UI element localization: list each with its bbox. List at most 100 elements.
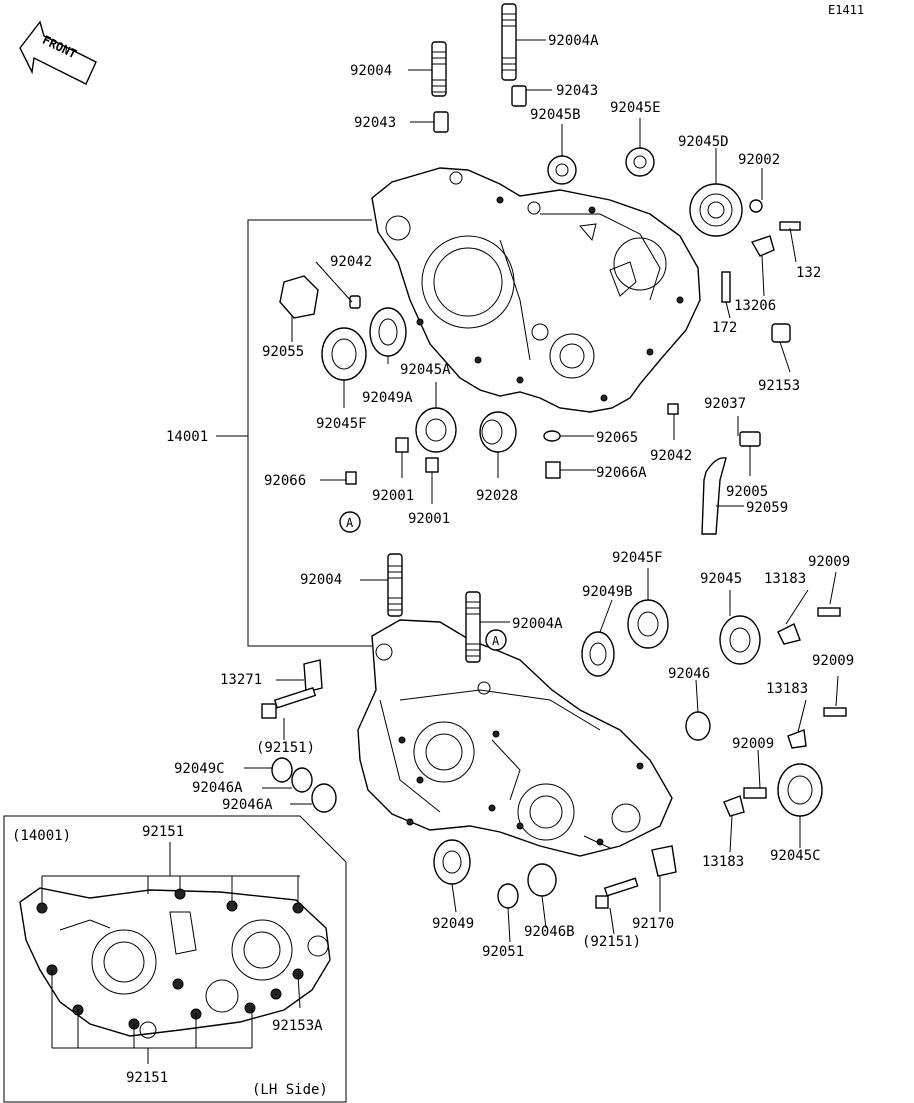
label-92151-paren-b: (92151): [582, 934, 641, 950]
callout-a-mid-label: A: [492, 634, 500, 648]
label-92045A: 92045A: [400, 362, 451, 378]
bearing-92046B: [527, 863, 557, 897]
fitting-92153: [771, 323, 791, 343]
label-13271: 13271: [220, 672, 262, 688]
bearing-92045D: [689, 183, 743, 237]
label-92170: 92170: [632, 916, 674, 932]
label-92042-a: 92042: [330, 254, 372, 270]
label-92065: 92065: [596, 430, 638, 446]
callout-a-top: A: [339, 511, 361, 533]
bearing-92046A-a: [291, 767, 313, 793]
label-92045F-top: 92045F: [316, 416, 367, 432]
callout-a-mid: A: [485, 629, 507, 651]
inset-label-92151-bottom: 92151: [126, 1070, 168, 1086]
label-92009-b: 92009: [812, 653, 854, 669]
plug-92066A: [545, 461, 561, 479]
left-crankcase-half: [357, 619, 673, 857]
label-92002: 92002: [738, 152, 780, 168]
label-92043-a: 92043: [354, 115, 396, 131]
label-92066: 92066: [264, 473, 306, 489]
label-132: 132: [796, 265, 821, 281]
oil-seal-92049B: [581, 631, 615, 677]
label-92004-top: 92004: [350, 63, 392, 79]
stud-bolt-92004-top: [431, 41, 447, 97]
bearing-92045: [719, 615, 761, 665]
label-92046A-b: 92046A: [222, 797, 273, 813]
label-92046B: 92046B: [524, 924, 575, 940]
bushing-92028: [479, 411, 517, 453]
clamp-92170: [651, 845, 677, 877]
inset-caption: (LH Side): [252, 1082, 328, 1098]
inset-label-92151-top: 92151: [142, 824, 184, 840]
bearing-92045C: [777, 763, 823, 817]
front-arrow-icon: FRONT: [19, 20, 97, 85]
gasket-92055: [279, 275, 319, 319]
label-92009-a: 92009: [808, 554, 850, 570]
label-92028: 92028: [476, 488, 518, 504]
bearing-92045A: [415, 407, 457, 453]
inset-leader-lines: [41, 842, 301, 1064]
label-92151-paren-a: (92151): [256, 740, 315, 756]
dowel-pin-92043-a: [433, 111, 449, 133]
label-92043-b: 92043: [556, 83, 598, 99]
hose-92059: [701, 457, 727, 535]
oil-seal-92049A: [369, 307, 407, 357]
dowel-92042-b: [667, 403, 679, 415]
inset-title: (14001): [12, 828, 71, 844]
label-92001-b: 92001: [408, 511, 450, 527]
screw-92009-c: [743, 787, 767, 799]
bracket-13206: [750, 235, 775, 257]
label-92045F-mid: 92045F: [612, 550, 663, 566]
label-92037: 92037: [704, 396, 746, 412]
bearing-92046A-b: [311, 783, 337, 813]
washer-92065: [543, 430, 561, 442]
label-13183-a: 13183: [764, 571, 806, 587]
label-92049A: 92049A: [362, 390, 413, 406]
label-92004A-mid: 92004A: [512, 616, 563, 632]
screw-92002: [749, 199, 763, 213]
label-92059: 92059: [746, 500, 788, 516]
spring-172: [721, 271, 731, 303]
inset-lh-side: (14001) 92151 92153A 92151 (LH Side): [3, 815, 347, 1103]
label-13183-b: 13183: [766, 681, 808, 697]
bolt-92151-a: [261, 686, 317, 719]
callout-a-top-label: A: [346, 516, 354, 530]
plate-13183-b: [787, 729, 807, 749]
stud-bolt-92004A-mid: [465, 591, 481, 663]
bracket-14001-line: [247, 219, 372, 647]
label-92005: 92005: [726, 484, 768, 500]
bolt-92151-b: [595, 877, 639, 909]
label-92066A: 92066A: [596, 465, 647, 481]
dowel-92042-a: [349, 295, 361, 309]
dowel-pin-92043-b: [511, 85, 527, 107]
bearing-92045E: [625, 147, 655, 177]
bracket-13271: [303, 659, 323, 693]
label-172: 172: [712, 320, 737, 336]
label-92009-c: 92009: [732, 736, 774, 752]
screw-92009-b: [823, 707, 847, 717]
label-92045: 92045: [700, 571, 742, 587]
label-92055: 92055: [262, 344, 304, 360]
label-92049C: 92049C: [174, 761, 225, 777]
label-92042-b: 92042: [650, 448, 692, 464]
bearing-92045B: [547, 155, 577, 185]
part-labels: 92004 92004A 92043 92043 92045B 92045E 9…: [166, 33, 854, 960]
label-92045B: 92045B: [530, 107, 581, 123]
label-92046: 92046: [668, 666, 710, 682]
label-92153: 92153: [758, 378, 800, 394]
plate-13183-a: [777, 623, 801, 645]
label-92045D: 92045D: [678, 134, 729, 150]
seal-92051: [497, 883, 519, 909]
label-92045E: 92045E: [610, 100, 661, 116]
pin-92066: [345, 471, 357, 485]
plate-13183-c: [723, 795, 745, 817]
label-13183-c: 13183: [702, 854, 744, 870]
bolt-92001-a: [395, 437, 409, 453]
bolt-92001-b: [425, 457, 439, 473]
diagram-code: E1411: [828, 3, 864, 17]
label-92049: 92049: [432, 916, 474, 932]
label-14001: 14001: [166, 429, 208, 445]
leader-lines: [244, 39, 839, 943]
inset-label-92153A: 92153A: [272, 1018, 323, 1034]
